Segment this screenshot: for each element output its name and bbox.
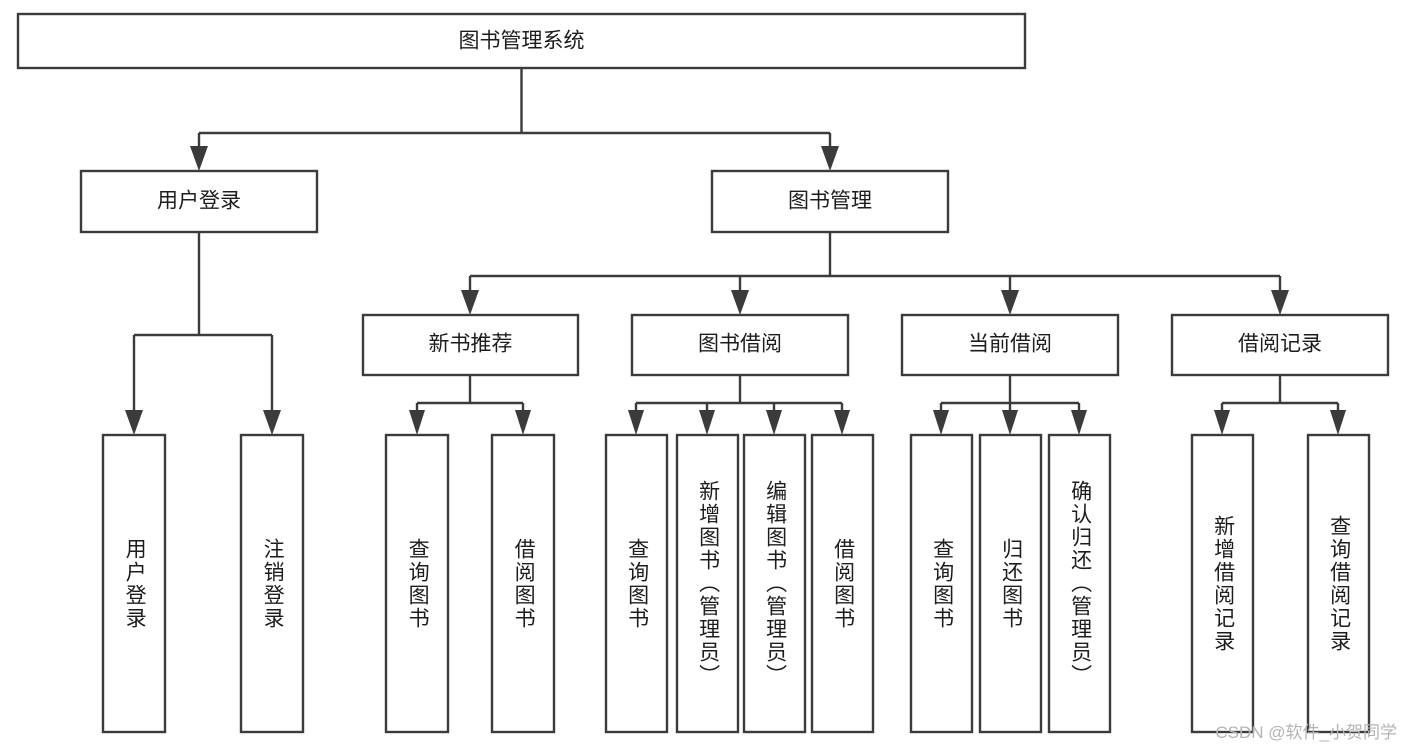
arrow-head-newbook-leaf2	[515, 410, 531, 435]
connector-group-newbook	[409, 375, 531, 435]
node-new-book-recommend-box[interactable]	[361, 313, 580, 377]
node-book-management-box[interactable]	[710, 169, 950, 234]
node-root-box[interactable]	[16, 12, 1027, 70]
arrow-head-userlogin	[190, 146, 208, 171]
node-borrow-records-label: 借阅记录	[1238, 333, 1322, 356]
node-current-borrow-box[interactable]	[900, 313, 1120, 377]
leaf-box-bb-borrow-book[interactable]	[810, 433, 875, 734]
arrow-head-bookborrow-leaf2	[699, 410, 715, 435]
leaf-box-br-add-record[interactable]	[1190, 433, 1255, 734]
leaf-box-bb-add-book[interactable]	[675, 433, 740, 734]
arrow-head-bookborrow-leaf4	[834, 410, 850, 435]
arrow-head-bookborrow-leaf3	[766, 410, 782, 435]
arrow-head-currentborrow-leaf1	[933, 410, 949, 435]
node-book-borrow-box[interactable]	[630, 313, 850, 377]
connector-group-borrowrecords	[1214, 375, 1346, 435]
arrow-head-currentborrow-leaf3	[1071, 410, 1087, 435]
node-new-book-recommend-label: 新书推荐	[429, 333, 513, 356]
arrow-head-bookborrow	[731, 290, 749, 315]
connector-group-bookborrow	[628, 375, 850, 435]
arrow-head-bookborrow-leaf1	[628, 410, 644, 435]
connector-group-userlogin	[125, 232, 281, 435]
leaf-box-logout[interactable]	[239, 433, 305, 734]
connector-group-currentborrow	[933, 375, 1087, 435]
node-book-borrow-label: 图书借阅	[698, 333, 782, 356]
leaf-box-cb-return-book[interactable]	[978, 433, 1043, 734]
leaf-box-user-login[interactable]	[101, 433, 167, 734]
arrow-head-newbook-leaf1	[409, 410, 425, 435]
arrow-head-borrowrecords-leaf1	[1214, 410, 1230, 435]
leaf-box-bb-query-book[interactable]	[604, 433, 669, 734]
node-user-login-box[interactable]	[79, 169, 319, 234]
arrow-head-currentborrow-leaf2	[1002, 410, 1018, 435]
arrow-head-borrowrecords-leaf2	[1330, 410, 1346, 435]
arrow-head-currentborrow	[1001, 290, 1019, 315]
node-user-login-label: 用户登录	[157, 190, 241, 213]
arrow-head-borrowrecords	[1271, 290, 1289, 315]
leaf-box-nbr-borrow-book[interactable]	[490, 433, 556, 734]
leaf-box-cb-confirm-return[interactable]	[1047, 433, 1112, 734]
connector-group-bookmgmt	[461, 232, 1289, 315]
node-borrow-records-box[interactable]	[1170, 313, 1390, 377]
node-current-borrow-label: 当前借阅	[968, 333, 1052, 356]
arrow-head-leaf-logout	[263, 410, 281, 435]
arrow-head-leaf-user-login	[125, 410, 143, 435]
csdn-watermark: CSDN @软件_小贺同学	[1215, 723, 1397, 742]
connector-group-root	[190, 68, 839, 171]
leaf-box-nbr-query-book[interactable]	[384, 433, 450, 734]
leaf-box-br-query-record[interactable]	[1306, 433, 1371, 734]
arrow-head-newbook	[461, 290, 479, 315]
leaf-box-cb-query-book[interactable]	[909, 433, 974, 734]
arrow-head-bookmgmt	[821, 146, 839, 171]
node-book-management-label: 图书管理	[788, 190, 872, 213]
node-root-label: 图书管理系统	[459, 30, 585, 53]
leaf-box-bb-edit-book[interactable]	[742, 433, 807, 734]
